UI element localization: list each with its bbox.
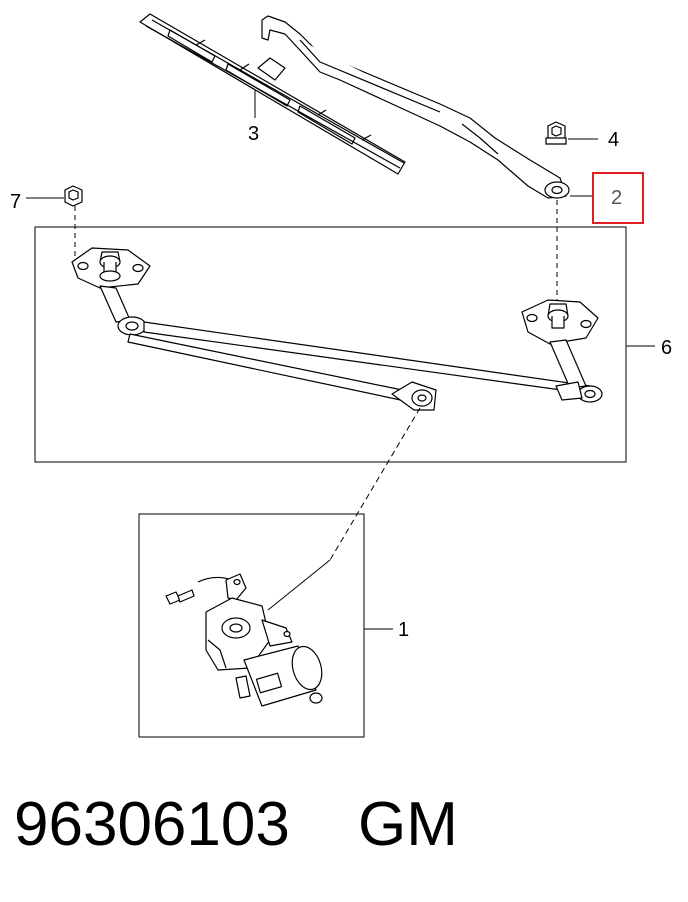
wiper-linkage [71,247,603,411]
nut-part-7 [64,185,83,207]
brand-name: GM [358,790,458,859]
callout-6: 6 [661,337,672,359]
callout-7: 7 [10,191,21,213]
motor-frame [138,513,365,738]
callout-3: 3 [248,123,259,145]
dash-line-motor [329,407,421,561]
nut-part-4 [545,121,567,145]
wiper-blade [139,13,406,175]
callout-1: 1 [398,619,409,641]
highlight-box [592,172,644,224]
part-number: 96306103 [14,790,290,859]
callout-4: 4 [608,129,619,151]
callout-2: 2 [611,187,622,209]
motor-shaft-link [267,559,331,611]
wiper-arm [261,15,570,199]
wiper-motor [165,573,323,707]
linkage-frame [34,226,627,463]
